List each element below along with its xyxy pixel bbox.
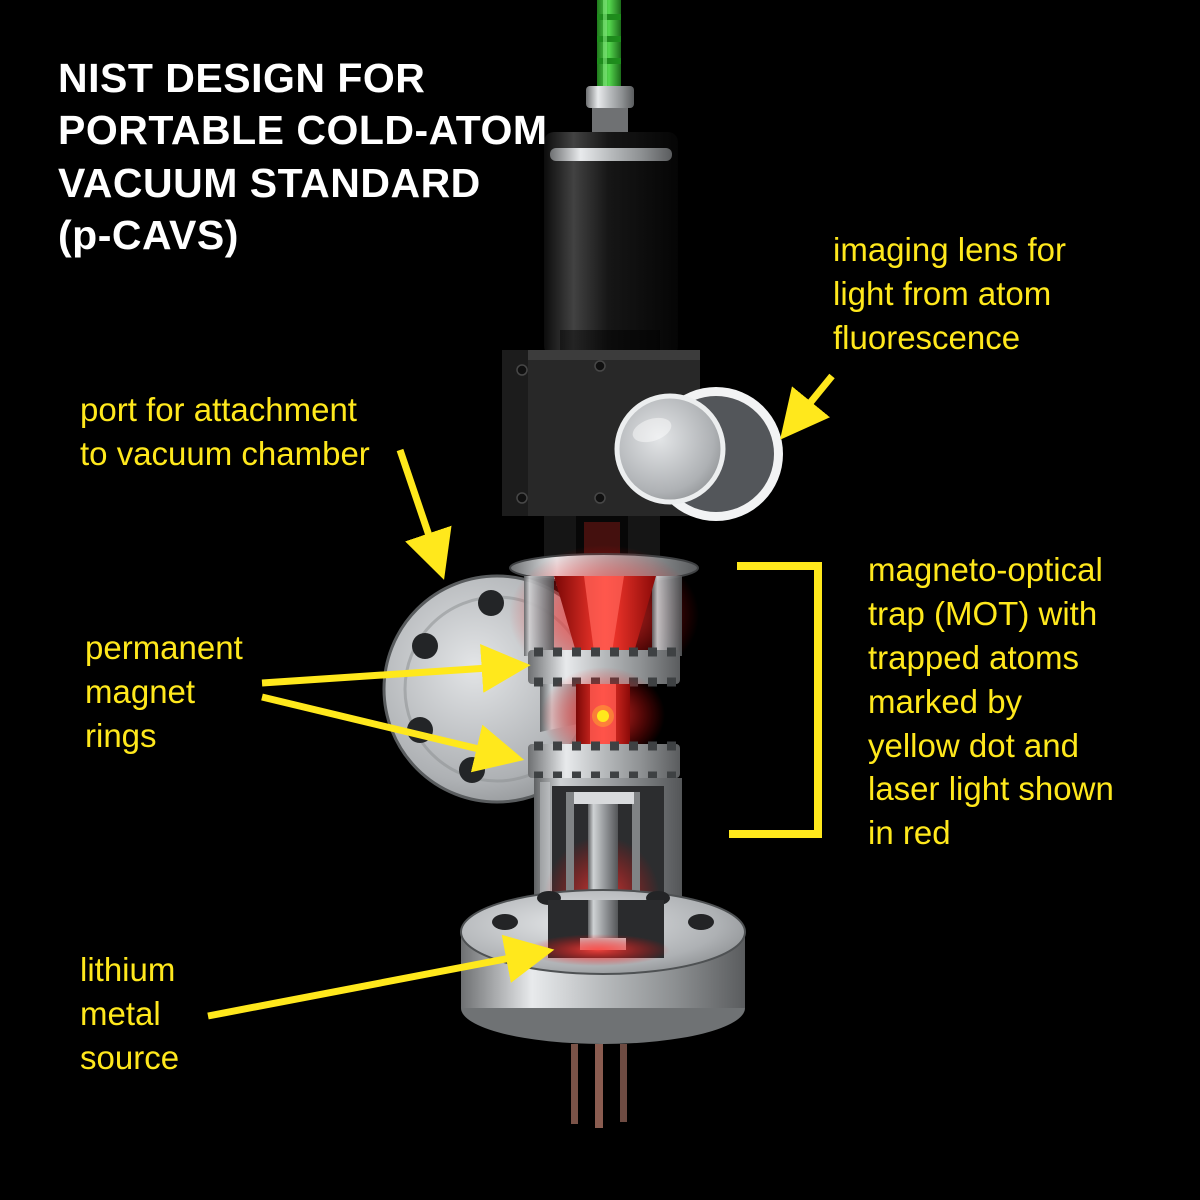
label-magnet-rings: permanent magnet rings [85,629,243,754]
label-imaging-lens: imaging lens for light from atom fluores… [833,231,1066,356]
port-bolt-hole [478,590,504,616]
cube-screw [516,364,528,376]
arrow-lithium [207,934,555,1020]
cube-screw [516,492,528,504]
cube-left-shade [502,350,528,516]
flange-bolt-hole [492,914,518,930]
flange-bolt-hole [688,914,714,930]
annotation-arrows [207,373,835,1020]
port-bolt-hole [412,633,438,659]
laser-cone-core [584,576,624,652]
mot-column [541,667,665,763]
magnet-ring-body [528,744,680,778]
fiber-stripe [597,14,621,20]
arrow-magnet-upper [261,643,531,693]
pin [620,1044,627,1122]
laser-pool [526,934,670,966]
fiber-stripe [597,58,621,64]
fiber-jacket [597,0,621,92]
arrow-imaging-lens [780,373,835,440]
imaging-lens [614,387,783,521]
fiber-connector-nut [586,86,634,108]
diagram-title: NIST DESIGN FOR PORTABLE COLD-ATOM VACUU… [58,55,548,259]
fiber-stripe [597,36,621,42]
magnet-ring-upper [528,647,680,687]
port-bolt-hole [459,757,485,783]
camera-tube-body [544,132,678,356]
chamber-highlight [540,782,550,916]
pin [595,1044,603,1128]
trapped-atom-dot [597,710,609,722]
camera-tube-ring [550,148,672,161]
mot-bracket [729,562,822,838]
fiber-connector-body [592,108,628,132]
cube-screw [594,492,606,504]
fiber-highlight [603,0,607,92]
arrow-magnet-lower [261,693,525,773]
camera-tube-shadow [560,330,660,352]
cube-top-bevel [502,350,700,360]
pin [571,1044,578,1124]
cube-screw [594,360,606,372]
feedthrough-pins [571,1044,627,1128]
magnet-ring-lower [528,741,680,781]
lens-glass [614,393,726,505]
label-mot: magneto-optical trap (MOT) with trapped … [868,551,1114,852]
arrow-port [396,448,452,580]
cell-wall-right [652,576,682,656]
label-lithium-source: lithium metal source [80,951,180,1076]
camera-tube [544,132,678,356]
magnet-ring-body [528,650,680,684]
lens-highlight [632,417,672,443]
standoff-rod-right [632,792,640,910]
standoff-rod-left [566,792,574,910]
bottom-flange [460,889,746,1044]
label-vacuum-port: port for attachment to vacuum chamber [80,391,370,472]
source-mount-plate [574,792,634,804]
cell-wall-left [524,576,554,656]
optical-fiber-cable [586,0,634,132]
